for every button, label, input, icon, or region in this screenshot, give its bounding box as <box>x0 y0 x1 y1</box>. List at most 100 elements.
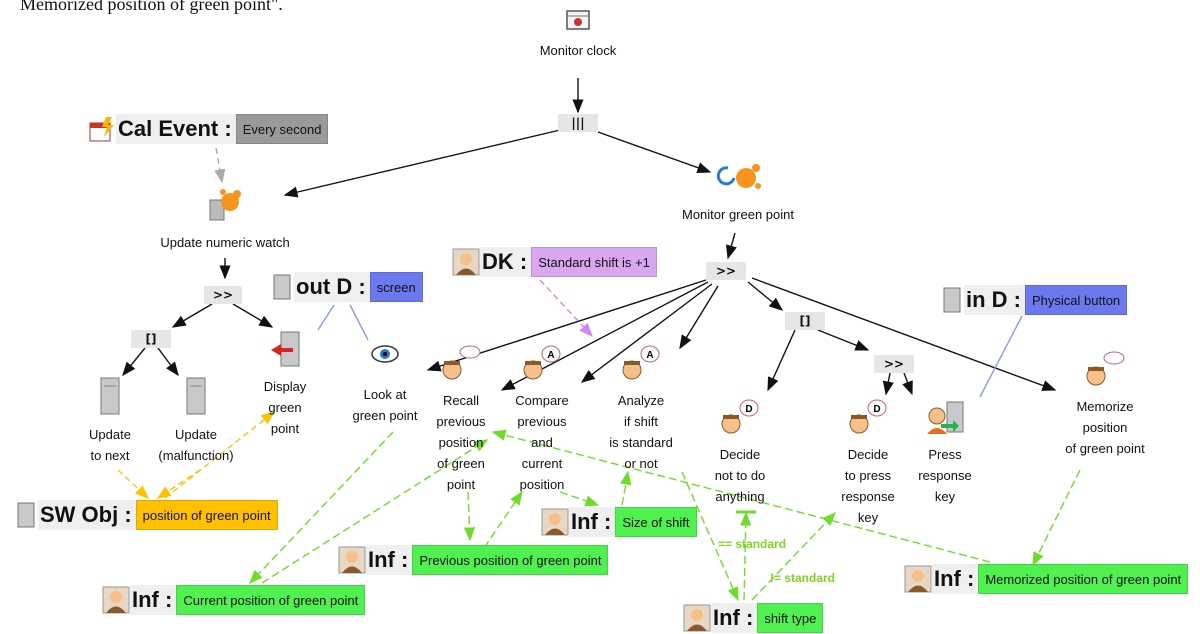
task-update-malfunction[interactable]: Update (malfunction) <box>146 376 246 466</box>
edge-memorize-memorized <box>1032 469 1081 567</box>
object-value: Previous position of green point <box>412 545 609 575</box>
object-value: shift type <box>757 603 824 633</box>
system-task-icon <box>209 189 241 221</box>
edge-malf-swobj <box>156 469 201 499</box>
object-sw-obj[interactable]: SW Obj : position of green point <box>12 499 278 531</box>
object-cal-event[interactable]: Cal Event : Every second <box>88 113 329 145</box>
line-outd-display <box>317 304 335 331</box>
edge-seq-analyze <box>679 285 719 350</box>
object-out-d[interactable]: out D : screen <box>268 271 423 303</box>
eye-icon <box>371 345 399 363</box>
task-analyze[interactable]: A Analyze if shift is standard or not <box>596 344 686 474</box>
operator-seq-main[interactable]: >> <box>706 262 746 280</box>
computer-icon <box>186 377 206 415</box>
decide-user-icon: D <box>849 399 887 434</box>
calendar-icon <box>89 117 114 142</box>
task-update-next[interactable]: Update to next <box>70 376 150 466</box>
edge-recall-previous <box>463 491 476 542</box>
guard-neq-standard: != standard <box>770 571 836 585</box>
user-info-icon <box>102 586 130 614</box>
edge-seq-compare <box>580 283 713 383</box>
edge-parallel-update <box>283 129 561 198</box>
object-value: Physical button <box>1025 285 1128 315</box>
user-info-icon <box>683 604 711 632</box>
goal-clock-icon <box>566 10 590 30</box>
object-value: Current position of green point <box>176 585 366 615</box>
edge-choice-malf <box>157 347 179 377</box>
user-info-icon <box>541 508 569 536</box>
task-label: Press response key <box>918 447 972 504</box>
object-inf-current[interactable]: Inf : Current position of green point <box>102 584 366 616</box>
task-monitor-green-point[interactable]: Monitor green point <box>668 160 808 225</box>
task-monitor-clock[interactable]: Monitor clock <box>518 8 638 61</box>
task-decide-nothing[interactable]: D Decide not to do anything <box>700 398 780 507</box>
operator-choice-right[interactable]: [] <box>785 312 825 330</box>
device-icon <box>943 287 961 313</box>
edge-shift-decide <box>751 511 836 601</box>
operator-choice-left[interactable]: [] <box>131 330 171 348</box>
task-display-green-point[interactable]: Display green point <box>250 330 320 439</box>
task-label: Decide to press response key <box>841 447 895 525</box>
computer-icon <box>100 377 120 415</box>
edge-previous-compare <box>483 490 523 549</box>
object-inf-memorized[interactable]: Inf : Memorized position of green point <box>904 563 1189 595</box>
task-label: Compare previous and current position <box>515 393 569 492</box>
task-label: Update numeric watch <box>160 235 290 250</box>
edge-seq3-press <box>902 372 913 396</box>
device-icon <box>273 274 291 300</box>
edge-size-analyze <box>620 470 632 506</box>
edge-seq-display <box>232 303 274 328</box>
object-kind: SW Obj : <box>38 500 136 530</box>
operator-seq-left[interactable]: >> <box>204 286 242 304</box>
operator-seq-press[interactable]: >> <box>874 355 914 373</box>
object-inf-shift-type[interactable]: Inf : shift type <box>683 602 824 634</box>
task-press-key[interactable]: Press response key <box>910 398 980 507</box>
object-in-d[interactable]: in D : Physical button <box>938 284 1128 316</box>
object-inf-size[interactable]: Inf : Size of shift <box>541 506 697 538</box>
edge-swobj-display <box>164 411 276 499</box>
cognitive-user-icon <box>442 345 481 380</box>
edge-current-recall <box>261 439 489 584</box>
svg-text:D: D <box>873 404 880 415</box>
user-info-icon <box>338 546 366 574</box>
edge-cal-update <box>214 147 226 184</box>
cognitive-user-icon <box>1086 351 1125 386</box>
task-label: Monitor green point <box>681 207 794 222</box>
object-kind: Inf : <box>130 585 177 615</box>
edge-memorized-recall <box>491 429 991 563</box>
analyze-user-icon: A <box>523 345 561 380</box>
cyclic-task-icon <box>716 164 761 189</box>
object-kind: out D : <box>294 272 370 302</box>
cropped-caption: Memorized position of green point". <box>20 0 283 14</box>
object-value: Every second <box>235 114 329 144</box>
task-label: Look at green point <box>352 387 418 423</box>
object-kind: Inf : <box>711 603 758 633</box>
edge-choice-next <box>122 347 146 377</box>
line-outd-look <box>349 304 369 341</box>
task-label: Recall previous position of green point <box>436 393 486 492</box>
object-dk[interactable]: DK : Standard shift is +1 <box>452 246 657 278</box>
edge-compare-size <box>559 491 600 507</box>
edge-seq3-decide <box>882 372 894 396</box>
svg-text:D: D <box>745 404 752 415</box>
task-memorize[interactable]: Memorize position of green point <box>1040 350 1170 459</box>
svg-text:A: A <box>547 350 554 361</box>
edge-shift-nothing <box>740 511 752 601</box>
task-label: Memorize position of green point <box>1065 399 1145 456</box>
task-look-green-point[interactable]: Look at green point <box>340 342 430 426</box>
object-value: Memorized position of green point <box>978 564 1189 594</box>
task-compare[interactable]: A Compare previous and current position <box>500 344 584 495</box>
decide-user-icon: D <box>721 399 759 434</box>
object-kind: DK : <box>480 247 532 277</box>
object-inf-previous[interactable]: Inf : Previous position of green point <box>338 544 609 576</box>
edge-seq-choice <box>171 303 213 328</box>
task-decide-press[interactable]: D Decide to press response key <box>828 398 908 528</box>
svg-text:A: A <box>646 350 653 361</box>
object-value: Standard shift is +1 <box>531 247 657 277</box>
task-recall-previous[interactable]: Recall previous position of green point <box>422 344 500 495</box>
guard-eq-standard: == standard <box>718 537 787 551</box>
edge-choice2-nothing <box>767 329 796 392</box>
task-update-numeric-watch[interactable]: Update numeric watch <box>145 184 305 253</box>
operator-parallel[interactable]: ||| <box>558 114 598 132</box>
